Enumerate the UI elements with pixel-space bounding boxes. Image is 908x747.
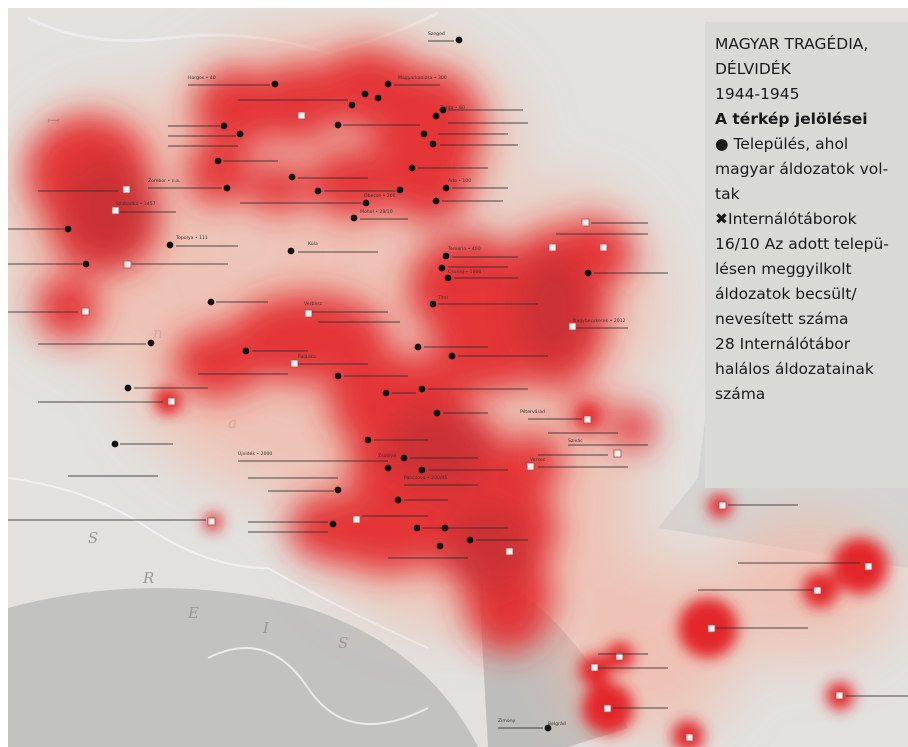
settlement-label: Zenta • 60 <box>440 105 465 111</box>
settlement-label: Pétervárad <box>520 408 545 415</box>
river-line <box>8 477 429 649</box>
settlement-dots <box>64 36 592 732</box>
legend-count-line-3: áldozatok becsült/ <box>715 285 857 303</box>
legend-settlement-line-3: tak <box>715 185 740 203</box>
legend-count-line-4: nevesített száma <box>715 310 849 328</box>
settlement-label: Temerin • 400 <box>447 246 481 252</box>
camp-label: Szabadka • 1457 <box>116 201 156 207</box>
settlement-dot-icon: ● <box>715 135 729 153</box>
legend-count-line-2: lésen meggyilkolt <box>715 260 852 278</box>
region-lettering: S <box>338 634 348 652</box>
camp-label: Újvidék • 2000 <box>238 450 272 457</box>
settlement-label: Zimony <box>498 718 516 724</box>
settlement-label: Palánka <box>298 353 316 360</box>
legend-title-line-3: 1944-1945 <box>715 85 800 103</box>
camp-label: Verbász <box>304 300 323 307</box>
settlement-label: Mohol • 28/10 <box>360 209 393 215</box>
settlement-label: Szivác <box>568 437 583 444</box>
camp-label: Nagybecskerek • 2012 <box>573 318 626 324</box>
map-legend: MAGYAR TRAGÉDIA, DÉLVIDÉK 1944-1945 A té… <box>705 22 908 488</box>
legend-camp-count-line-1: 28 Internálótábor <box>715 335 851 353</box>
settlement-label: Szeged <box>428 31 445 37</box>
settlement-label: Titel <box>437 295 448 301</box>
legend-camp-count-line-3: száma <box>715 385 766 403</box>
settlement-label: Zombor • n.a. <box>148 178 180 184</box>
map[interactable]: S R E I S a n ꟷ <box>8 8 908 747</box>
settlement-label: Kúla <box>308 240 318 247</box>
legend-count-line-1: 16/10 Az adott telepü- <box>715 235 889 253</box>
region-lettering: S <box>88 529 98 547</box>
region-lettering: I <box>262 619 270 637</box>
settlement-label: Horgos • 40 <box>188 75 216 81</box>
legend-camp-count-line-2: halálos áldozatainak <box>715 360 874 378</box>
legend-settlement-line-2: magyar áldozatok vol- <box>715 160 889 178</box>
region-lettering: R <box>142 569 154 587</box>
settlement-label: Magyarkanizsa • 300 <box>398 75 447 81</box>
settlement-label: Topolya • 111 <box>175 235 208 241</box>
settlement-label: Óbecse • 200 <box>364 192 396 199</box>
legend-title-line-1: MAGYAR TRAGÉDIA, <box>715 35 869 53</box>
legend-camp-line: ✖Internálótáborok <box>715 210 857 228</box>
place-label-texture <box>8 40 908 729</box>
settlement-label: Belgrád <box>548 720 566 727</box>
camp-cross-icon: ✖ <box>715 210 728 228</box>
settlement-label: Csurog • 1000 <box>448 269 481 275</box>
region-lettering: E <box>187 604 199 622</box>
camp-label: Pancsova • 200/45 <box>404 475 447 481</box>
legend-title-line-2: DÉLVIDÉK <box>715 60 791 78</box>
legend-heading: A térkép jelölései <box>715 110 868 128</box>
camp-label: Versec <box>530 457 546 463</box>
river-line <box>207 647 429 725</box>
legend-settlement-line-1: ● Település, ahol <box>715 135 849 153</box>
settlement-label: Ada • 100 <box>448 178 471 184</box>
land-area <box>8 588 478 747</box>
settlement-label: Zsablya <box>378 453 396 459</box>
camp-markers <box>81 111 873 742</box>
